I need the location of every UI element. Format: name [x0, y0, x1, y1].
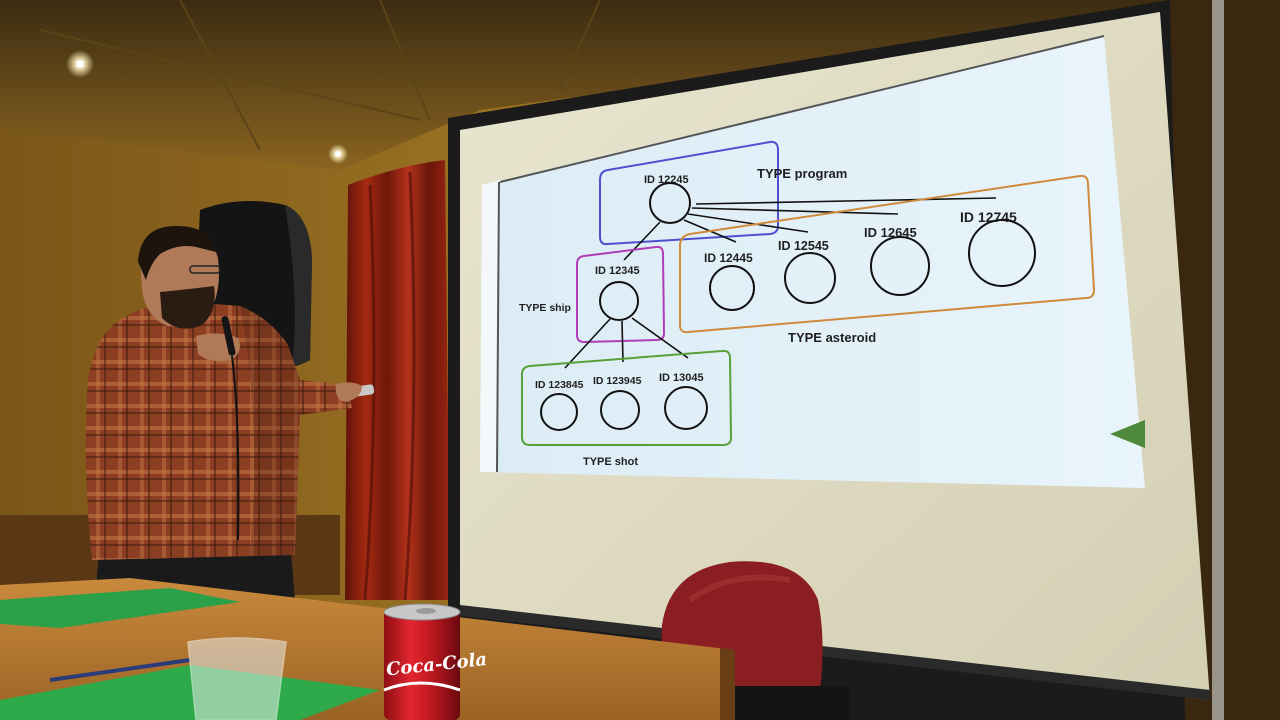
plastic-cup [187, 637, 287, 720]
asteroid-type-label: TYPE asteroid [788, 330, 876, 345]
ship-circle [599, 281, 639, 321]
ship-node: ID 12345 TYPE ship [519, 245, 666, 344]
presenter-hair [138, 226, 216, 280]
asteroid-circle [968, 219, 1036, 287]
presenter-pointing-hand [335, 382, 362, 402]
asteroid-box [679, 174, 1096, 334]
slide-arrow-icon [1110, 420, 1145, 448]
asteroid-group: ID 12445 ID 12545 ID 12645 ID 12745 TYPE… [679, 174, 1096, 345]
presenter-shirt [85, 301, 352, 560]
asteroid-circle [784, 252, 836, 304]
shot-id-label: ID 13045 [659, 372, 704, 384]
ship-box [576, 245, 666, 344]
ceiling-tile-line [379, 0, 431, 121]
program-node: ID 12245 TYPE program [599, 140, 847, 246]
green-folder [0, 588, 240, 628]
ceiling-tile-line [179, 0, 261, 151]
asteroid-id-label: ID 12545 [778, 239, 829, 253]
program-type-label: TYPE program [757, 166, 847, 181]
ship-type-label: TYPE ship [519, 302, 571, 314]
link-ship-shot-2 [621, 320, 624, 363]
slide-top-rule [499, 35, 1105, 183]
can-tab [416, 608, 436, 614]
table-edge [720, 648, 735, 720]
microphone-cable [231, 355, 240, 541]
curtain-fold [403, 171, 416, 601]
ceiling-tile-line [39, 29, 421, 121]
can-body [384, 610, 460, 720]
projected-slide [480, 35, 1145, 488]
pen [49, 658, 191, 682]
shot-circle [600, 390, 640, 430]
shot-group: ID 123845 ID 123945 ID 13045 TYPE shot [521, 349, 733, 468]
ceiling-tile-line [559, 0, 601, 91]
link-ship-shot-1 [564, 318, 611, 369]
shot-circle [540, 393, 578, 431]
shot-id-label: ID 123945 [593, 375, 642, 387]
presenter-shirt-shade [240, 306, 300, 556]
ship-id-label: ID 12345 [595, 265, 640, 277]
red-chair-highlight [688, 574, 791, 603]
slide-left-rule [496, 181, 500, 473]
curtain-fold [363, 184, 376, 601]
green-folder [0, 665, 380, 720]
asteroid-circle [870, 236, 930, 296]
link-program-ship [623, 221, 661, 261]
red-curtain [345, 160, 450, 600]
presenter-beard [160, 286, 215, 329]
microphone [221, 316, 236, 356]
link-program-asteroid-4 [695, 197, 997, 205]
shot-id-label: ID 123845 [535, 379, 584, 391]
shot-type-label: TYPE shot [583, 456, 638, 468]
ceiling-lamp [335, 151, 341, 157]
link-program-asteroid-2 [687, 213, 809, 233]
can-ribbon [383, 681, 461, 692]
slide-left-margin [480, 180, 500, 472]
link-program-asteroid-3 [691, 207, 899, 215]
loudspeaker-edge [285, 205, 312, 366]
shot-circle [664, 386, 708, 430]
ceiling-lamp [76, 60, 84, 68]
program-id-label: ID 12245 [644, 174, 689, 186]
program-circle [649, 182, 691, 224]
program-box [599, 140, 779, 246]
screen-bottom-border [460, 605, 1210, 700]
asteroid-id-label: ID 12445 [704, 251, 753, 265]
asteroid-circle [709, 265, 755, 311]
link-ship-shot-3 [631, 317, 689, 359]
right-pole [1212, 0, 1224, 720]
presenter-glasses [189, 265, 221, 274]
shot-box [521, 349, 733, 446]
